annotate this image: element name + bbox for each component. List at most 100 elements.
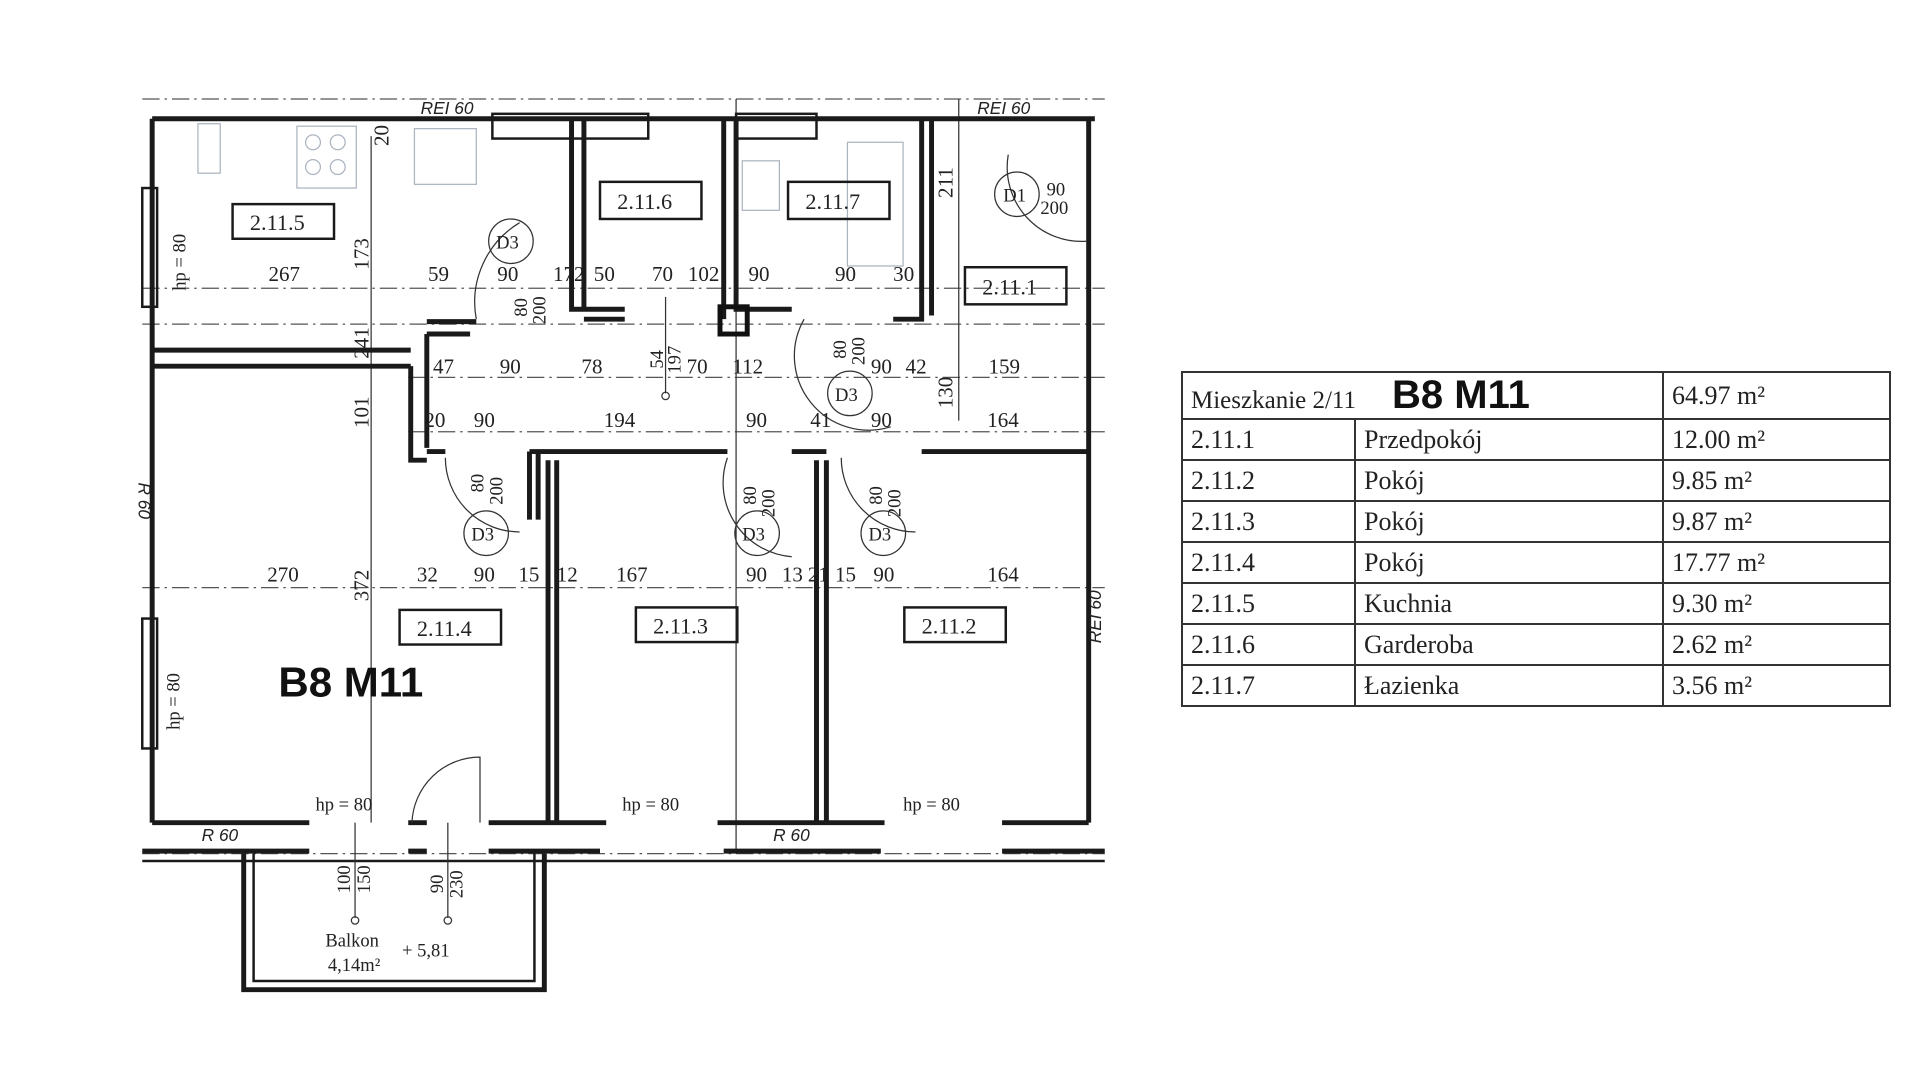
svg-text:90: 90 bbox=[746, 562, 767, 586]
svg-text:32: 32 bbox=[417, 562, 438, 586]
room-2-11-7: 2.11.7 bbox=[805, 189, 860, 214]
window-labels: hp = 80 hp = 80 hp = 80 hp = 80 hp = 80 bbox=[141, 186, 960, 815]
svg-text:D3: D3 bbox=[868, 525, 891, 546]
svg-text:REI 60: REI 60 bbox=[977, 98, 1030, 118]
svg-text:90: 90 bbox=[873, 562, 894, 586]
svg-text:102: 102 bbox=[688, 262, 720, 286]
svg-text:47: 47 bbox=[433, 355, 454, 379]
svg-text:80: 80 bbox=[511, 298, 532, 317]
svg-text:159: 159 bbox=[988, 355, 1020, 379]
room-2-11-1: 2.11.1 bbox=[982, 274, 1037, 299]
svg-text:hp = 80: hp = 80 bbox=[903, 794, 960, 815]
svg-text:20: 20 bbox=[424, 408, 445, 432]
svg-text:R 60: R 60 bbox=[773, 825, 810, 845]
svg-text:R 60: R 60 bbox=[202, 825, 239, 845]
svg-text:80: 80 bbox=[468, 474, 489, 493]
svg-text:200: 200 bbox=[486, 477, 507, 505]
svg-text:200: 200 bbox=[885, 489, 906, 517]
svg-text:D3: D3 bbox=[471, 525, 494, 546]
svg-text:41: 41 bbox=[810, 408, 831, 432]
room-2-11-6: 2.11.6 bbox=[617, 189, 672, 214]
svg-text:12: 12 bbox=[557, 562, 578, 586]
svg-text:D3: D3 bbox=[742, 525, 765, 546]
svg-text:D1: D1 bbox=[1003, 186, 1026, 207]
svg-text:270: 270 bbox=[267, 562, 299, 586]
room-2-11-5: 2.11.5 bbox=[250, 210, 305, 235]
svg-text:15: 15 bbox=[835, 562, 856, 586]
svg-text:267: 267 bbox=[268, 262, 300, 286]
svg-text:172: 172 bbox=[553, 262, 585, 286]
svg-text:150: 150 bbox=[354, 865, 375, 893]
svg-text:90: 90 bbox=[500, 355, 521, 379]
svg-text:70: 70 bbox=[687, 355, 708, 379]
svg-text:80: 80 bbox=[740, 486, 761, 505]
svg-text:15: 15 bbox=[518, 562, 539, 586]
door-swings bbox=[411, 154, 1087, 823]
svg-text:100: 100 bbox=[334, 865, 355, 893]
svg-text:REI 60: REI 60 bbox=[421, 98, 474, 118]
balcony-area: 4,14m² bbox=[328, 955, 381, 976]
svg-text:42: 42 bbox=[906, 355, 927, 379]
svg-text:164: 164 bbox=[987, 408, 1019, 432]
svg-text:241: 241 bbox=[350, 327, 374, 359]
svg-text:90: 90 bbox=[427, 875, 448, 894]
svg-text:101: 101 bbox=[350, 397, 374, 429]
svg-text:hp = 80: hp = 80 bbox=[315, 794, 372, 815]
svg-text:90: 90 bbox=[746, 408, 767, 432]
svg-text:173: 173 bbox=[350, 238, 374, 270]
balcony-name: Balkon bbox=[325, 930, 379, 951]
svg-text:200: 200 bbox=[1040, 198, 1068, 219]
svg-text:90: 90 bbox=[871, 408, 892, 432]
unit-tag: B8 M11 bbox=[278, 658, 423, 705]
svg-text:59: 59 bbox=[428, 262, 449, 286]
room-2-11-3: 2.11.3 bbox=[653, 613, 708, 638]
svg-text:200: 200 bbox=[758, 489, 779, 517]
room-2-11-2: 2.11.2 bbox=[922, 613, 977, 638]
door-tags: D3 D1 D3 D3 D3 D3 90 200 80 200 80 200 8… bbox=[463, 171, 1068, 557]
balcony: 100 150 90 230 Balkon 4,14m² + 5,81 bbox=[325, 822, 468, 976]
grid-lines bbox=[142, 98, 1105, 855]
room-labels: 2.11.5 2.11.6 2.11.7 2.11.1 2.11.4 2.11.… bbox=[231, 180, 1068, 705]
svg-text:200: 200 bbox=[849, 337, 870, 365]
svg-text:hp = 80: hp = 80 bbox=[170, 234, 191, 291]
room-2-11-4: 2.11.4 bbox=[417, 616, 472, 641]
svg-text:90: 90 bbox=[474, 562, 495, 586]
svg-text:78: 78 bbox=[581, 355, 602, 379]
svg-text:90: 90 bbox=[748, 262, 769, 286]
svg-text:hp = 80: hp = 80 bbox=[163, 673, 184, 730]
svg-text:112: 112 bbox=[732, 355, 763, 379]
walls bbox=[142, 116, 1105, 993]
svg-text:D3: D3 bbox=[835, 385, 858, 406]
svg-text:90: 90 bbox=[1047, 179, 1066, 200]
balcony-level: + 5,81 bbox=[402, 940, 450, 961]
svg-text:90: 90 bbox=[871, 355, 892, 379]
svg-text:R 60: R 60 bbox=[135, 482, 155, 519]
svg-text:167: 167 bbox=[616, 562, 648, 586]
svg-text:90: 90 bbox=[474, 408, 495, 432]
svg-text:13: 13 bbox=[782, 562, 803, 586]
svg-text:20: 20 bbox=[369, 125, 393, 146]
vent-shafts bbox=[491, 112, 818, 140]
svg-text:80: 80 bbox=[830, 340, 851, 359]
svg-text:80: 80 bbox=[866, 486, 887, 505]
svg-text:90: 90 bbox=[835, 262, 856, 286]
total-area: 64.97 m² bbox=[1662, 371, 1891, 420]
svg-text:194: 194 bbox=[604, 408, 636, 432]
fire-ratings: REI 60 REI 60 REI 60 R 60 R 60 R 60 bbox=[135, 98, 1105, 845]
svg-text:50: 50 bbox=[594, 262, 615, 286]
svg-text:372: 372 bbox=[350, 570, 374, 602]
svg-text:230: 230 bbox=[447, 870, 468, 898]
svg-text:130: 130 bbox=[934, 377, 958, 409]
kitchen-fixtures bbox=[197, 123, 904, 267]
svg-text:90: 90 bbox=[497, 262, 518, 286]
svg-text:200: 200 bbox=[530, 296, 551, 324]
